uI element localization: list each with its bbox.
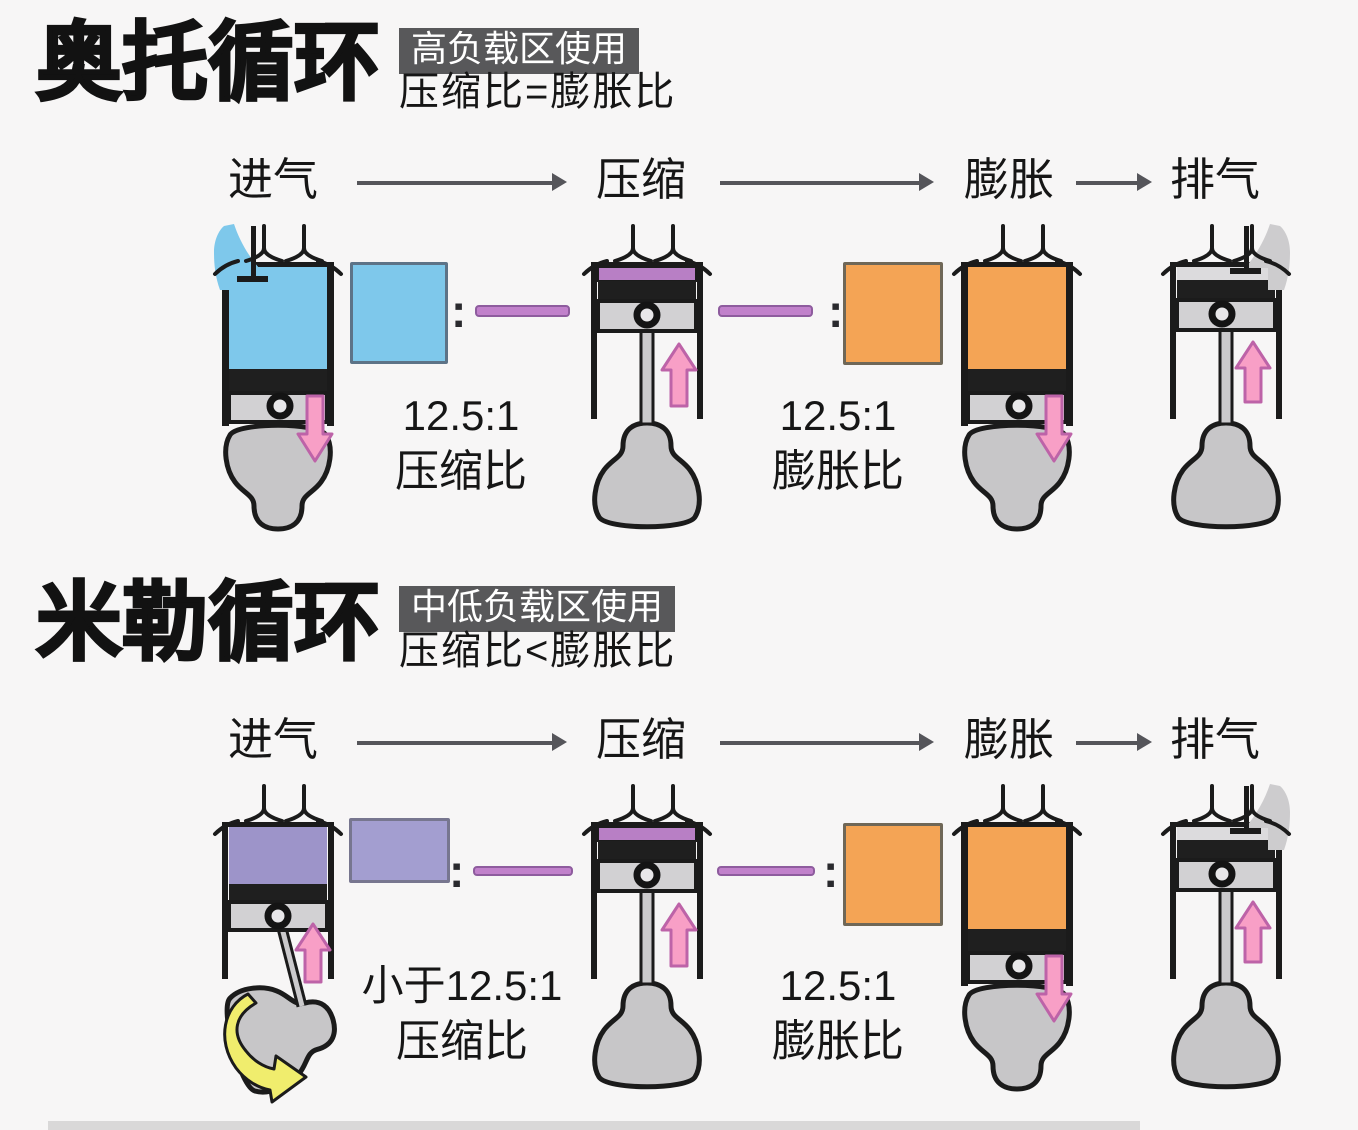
otto-load-badge: 高负载区使用 (399, 28, 640, 74)
otto-exhaust-piston-icon (1161, 224, 1291, 534)
piston-up-arrow-icon (294, 922, 332, 984)
ratio-colon: : (823, 845, 839, 897)
miller-stage-expansion: 膨胀 (963, 714, 1055, 765)
compression-ratio-label: 压缩比 (395, 447, 527, 497)
miller-expansion-ratio: 12.5:1 膨胀比 (738, 962, 938, 1066)
otto-stage-compression: 压缩 (595, 154, 687, 205)
expansion-ratio-label: 膨胀比 (772, 447, 904, 497)
compression-ratio-value: 12.5:1 (402, 392, 520, 439)
otto-compression-ratio: 12.5:1 压缩比 (361, 392, 561, 496)
otto-formula: 压缩比=膨胀比 (399, 70, 677, 114)
otto-expanded-volume-swatch (843, 262, 943, 365)
expansion-ratio-label: 膨胀比 (772, 1017, 904, 1067)
miller-title: 米勒循环 (35, 575, 382, 671)
intake-stream-icon (214, 224, 259, 290)
piston-down-arrow-icon (296, 394, 334, 463)
miller-stage-intake: 进气 (227, 714, 319, 765)
miller-intake-volume-swatch (349, 818, 450, 883)
exhaust-stream-icon (1245, 224, 1290, 290)
otto-expansion-ratio: 12.5:1 膨胀比 (738, 392, 938, 496)
piston-up-arrow-icon (660, 902, 698, 968)
flow-arrow-icon (720, 733, 934, 751)
flow-arrow-icon (1076, 173, 1152, 191)
ratio-colon: : (828, 285, 844, 337)
otto-expansion-piston-icon (952, 224, 1082, 534)
flow-arrow-icon (357, 173, 567, 191)
miller-stage-compression: 压缩 (595, 714, 687, 765)
expansion-ratio-value: 12.5:1 (779, 962, 897, 1009)
compression-ratio-value: 小于12.5:1 (361, 962, 563, 1009)
piston-up-arrow-icon (1234, 340, 1272, 404)
miller-load-badge: 中低负载区使用 (399, 586, 676, 632)
expansion-ratio-value: 12.5:1 (779, 392, 897, 439)
miller-compression-piston-icon (582, 784, 712, 1094)
ratio-colon: : (451, 285, 467, 337)
miller-stage-exhaust: 排气 (1169, 714, 1261, 765)
otto-compressed-volume-bar (718, 305, 813, 317)
miller-formula: 压缩比<膨胀比 (399, 629, 677, 673)
piston-down-arrow-icon (1035, 954, 1073, 1023)
otto-stage-intake: 进气 (227, 154, 319, 205)
crank-rotation-arrow-icon (223, 992, 308, 1104)
otto-title: 奥托循环 (35, 15, 382, 111)
exhaust-stream-icon (1245, 784, 1290, 850)
miller-intake-piston-icon (213, 784, 344, 1104)
otto-compression-piston-icon (582, 224, 712, 534)
miller-expansion-piston-icon (952, 784, 1082, 1094)
piston-up-arrow-icon (660, 342, 698, 408)
miller-compression-ratio: 小于12.5:1 压缩比 (332, 962, 592, 1066)
otto-stage-expansion: 膨胀 (963, 154, 1055, 205)
ratio-colon: : (449, 845, 465, 897)
flow-arrow-icon (357, 733, 567, 751)
miller-compressed-volume-bar (717, 866, 815, 876)
piston-up-arrow-icon (1234, 900, 1272, 964)
compression-ratio-label: 压缩比 (396, 1017, 528, 1067)
flow-arrow-icon (720, 173, 934, 191)
miller-expanded-volume-swatch (843, 823, 943, 926)
miller-exhaust-piston-icon (1161, 784, 1291, 1094)
miller-compressed-volume-bar (473, 866, 573, 876)
piston-down-arrow-icon (1035, 394, 1073, 463)
otto-intake-volume-swatch (350, 262, 448, 364)
flow-arrow-icon (1076, 733, 1152, 751)
otto-stage-exhaust: 排气 (1169, 154, 1261, 205)
cropped-watermark-strip (48, 1121, 1140, 1130)
otto-intake-piston-icon (213, 224, 343, 534)
otto-compressed-volume-bar (475, 305, 570, 317)
